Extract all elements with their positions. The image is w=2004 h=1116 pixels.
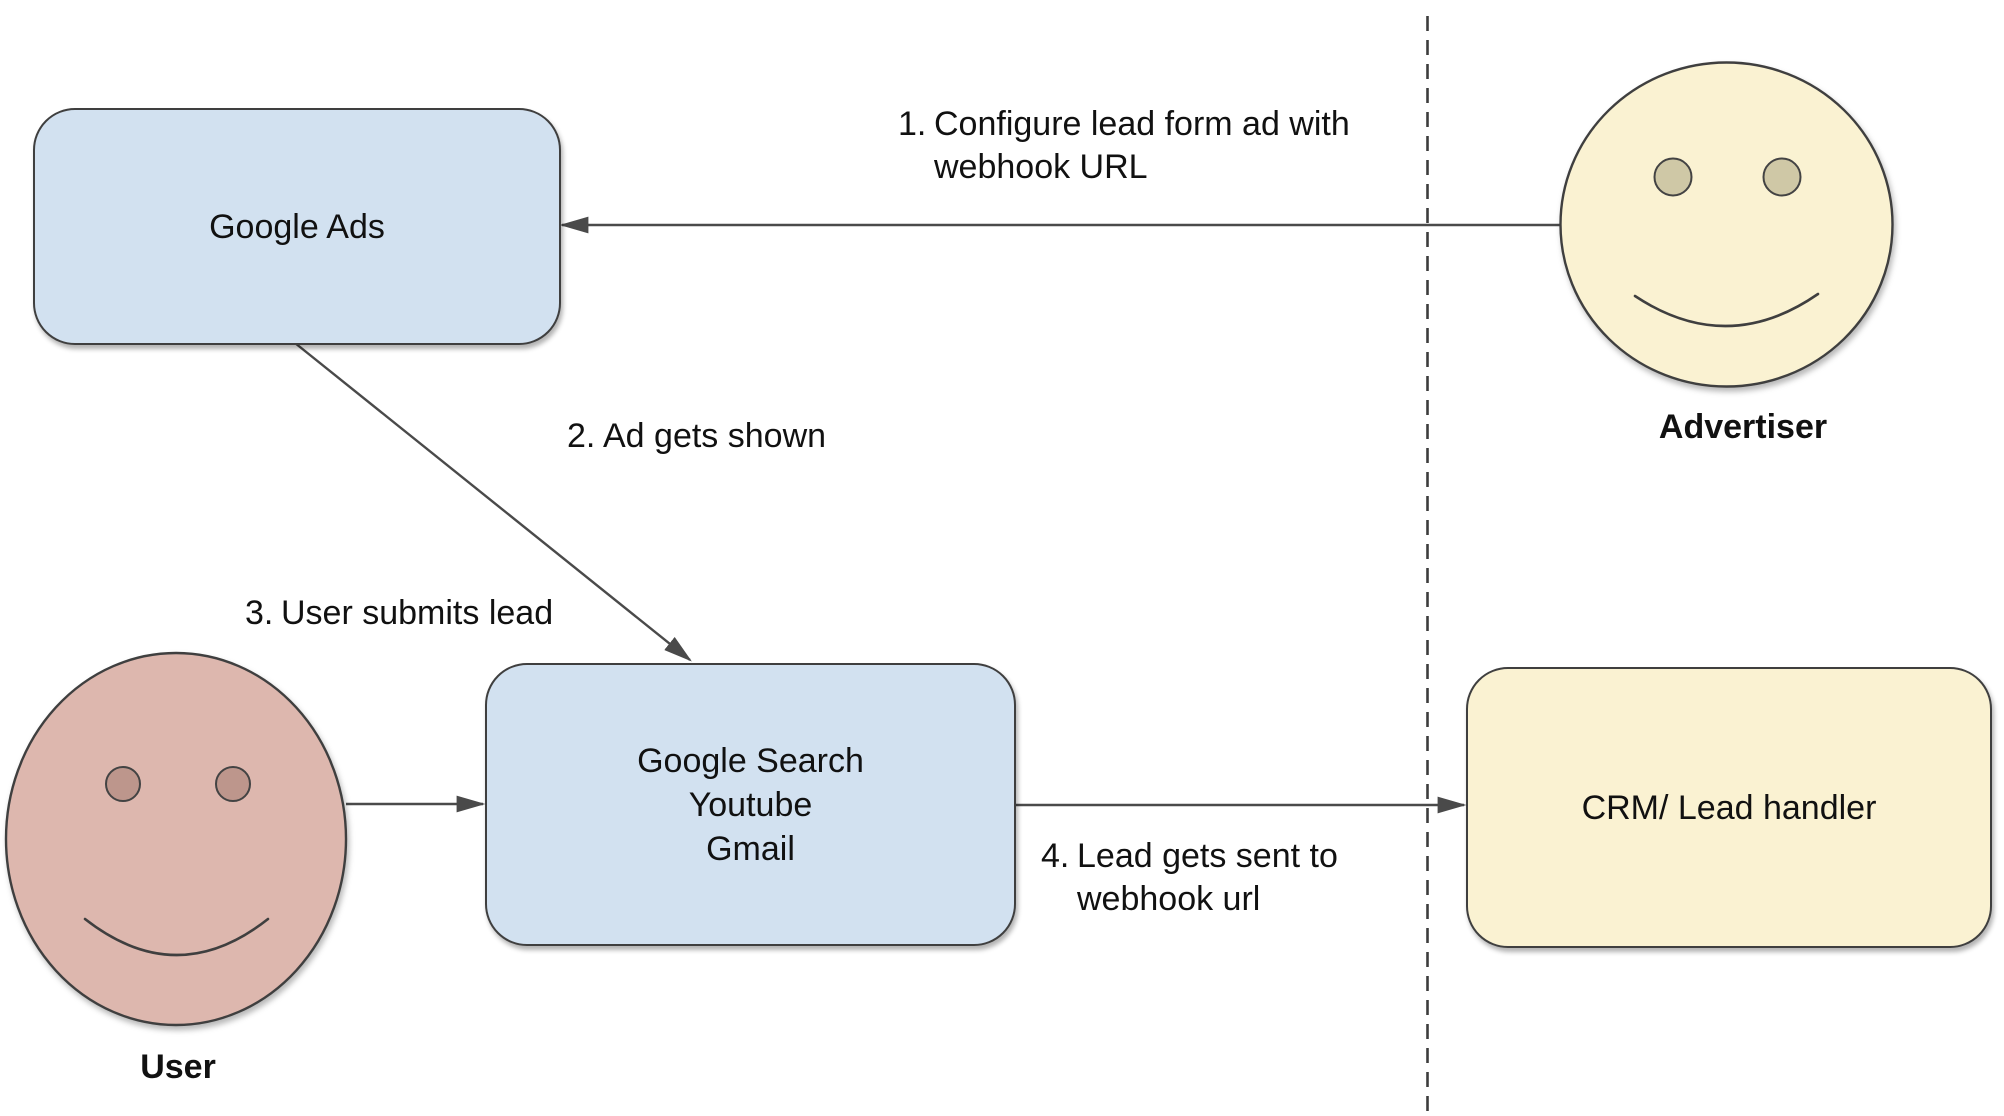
step-4-line-1: Lead gets sent to [1077,837,1338,875]
user-caption: User [140,1048,216,1086]
advertiser-right-eye [1762,157,1802,197]
node-crm-label: CRM/ Lead handler [1581,788,1877,827]
step-1-text: Configure lead form ad with webhook URL [934,103,1350,189]
advertiser-caption: Advertiser [1658,408,1828,446]
user-face [4,651,348,1027]
step-2-number: 2. [567,417,596,455]
node-google-properties-label: Google Search Youtube Gmail [637,739,864,871]
advertiser-face-circle [1559,61,1894,388]
google-properties-line-1: Google Search [637,741,864,780]
user-smile [83,917,270,957]
step-1-label: 1. Configure lead form ad with webhook U… [898,103,1350,189]
user-right-eye [215,766,251,802]
google-properties-line-2: Youtube [688,785,813,824]
step-4-text: Lead gets sent to webhook url [1077,835,1338,921]
step-1-line-2: webhook URL [934,148,1148,186]
step-3-text: User submits lead [281,592,553,635]
advertiser-left-eye [1653,157,1693,197]
node-google-properties: Google Search Youtube Gmail [485,663,1016,946]
advertiser-smile [1633,292,1820,328]
step-2-line-1: Ad gets shown [603,417,827,455]
step-3-line-1: User submits lead [281,594,554,632]
step-2-text: Ad gets shown [603,415,826,458]
google-properties-line-3: Gmail [706,829,795,868]
user-left-eye [105,766,141,802]
node-google-ads: Google Ads [33,108,561,345]
user-face-circle [4,651,348,1027]
step-4-line-2: webhook url [1077,880,1261,918]
step-1-number: 1. [898,105,927,143]
node-crm-lead-handler: CRM/ Lead handler [1466,667,1992,948]
advertiser-face [1559,61,1894,388]
step-3-label: 3. User submits lead [245,592,553,635]
node-google-ads-label: Google Ads [209,207,385,246]
step-4-label: 4. Lead gets sent to webhook url [1041,835,1338,921]
step-1-line-1: Configure lead form ad with [934,105,1350,143]
arrow-ad-gets-shown [294,342,692,662]
step-4-number: 4. [1041,837,1070,875]
step-3-number: 3. [245,594,274,632]
step-2-label: 2. Ad gets shown [567,415,826,458]
